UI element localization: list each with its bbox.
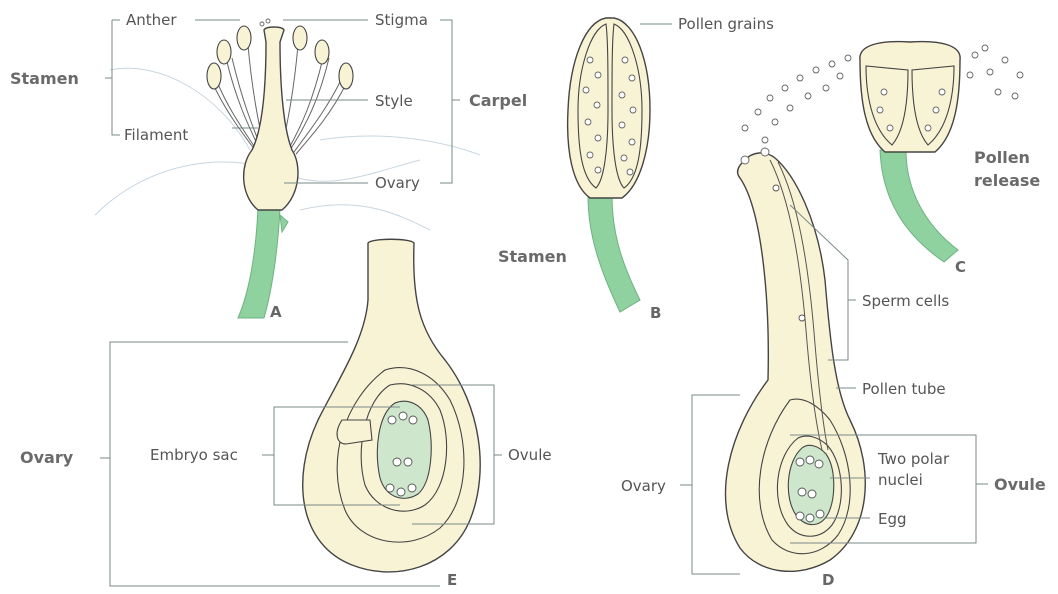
label-ovule-e: Ovule bbox=[508, 446, 552, 464]
pollen-on-stigma bbox=[260, 22, 264, 26]
label-stigma: Stigma bbox=[375, 11, 428, 29]
label-pollen-tube: Pollen tube bbox=[862, 380, 946, 398]
label-ovule-d: Ovule bbox=[994, 475, 1046, 494]
sperm-cell bbox=[773, 185, 779, 191]
funiculus bbox=[337, 420, 372, 444]
label-egg: Egg bbox=[878, 510, 907, 528]
label-ovary-d: Ovary bbox=[621, 477, 666, 495]
label-sperm-cells: Sperm cells bbox=[862, 292, 949, 310]
panel-b-stamen: Pollen grains Stamen B bbox=[498, 15, 774, 322]
label-embryo-sac: Embryo sac bbox=[150, 446, 238, 464]
panel-d-fertilization: Sperm cells Pollen tube Ovary Two polar … bbox=[621, 148, 1046, 589]
panel-letter-a: A bbox=[270, 303, 282, 321]
label-carpel: Carpel bbox=[469, 91, 527, 110]
sperm-cell bbox=[799, 315, 805, 321]
label-style: Style bbox=[375, 92, 413, 110]
filament-stem-c bbox=[880, 150, 958, 262]
label-ovary-e: Ovary bbox=[20, 448, 74, 467]
label-pollen-release-line1: Pollen bbox=[974, 148, 1030, 167]
label-pollen-grains: Pollen grains bbox=[678, 15, 774, 33]
label-two-polar-line1: Two polar bbox=[877, 450, 950, 468]
petal-outline bbox=[300, 205, 430, 230]
panel-e-ovary: Ovary Embryo sac Ovule E bbox=[20, 239, 552, 589]
panel-a-flower: Anther Stigma Stamen Style Carpel Filame… bbox=[10, 11, 527, 321]
label-ovary-a: Ovary bbox=[375, 174, 420, 192]
stem-bract bbox=[280, 215, 288, 232]
label-filament: Filament bbox=[124, 126, 188, 144]
petal-outline bbox=[320, 136, 480, 155]
panel-letter-c: C bbox=[955, 258, 966, 276]
panel-letter-e: E bbox=[447, 571, 457, 589]
label-pollen-release-line2: release bbox=[974, 171, 1040, 190]
label-two-polar-line2: nuclei bbox=[878, 471, 923, 489]
filament-stem bbox=[588, 196, 640, 312]
label-stamen-b: Stamen bbox=[498, 247, 567, 266]
panel-letter-b: B bbox=[650, 304, 661, 322]
label-anther: Anther bbox=[126, 11, 177, 29]
pollen-on-stigma bbox=[266, 19, 270, 23]
label-stamen-a: Stamen bbox=[10, 69, 79, 88]
panel-letter-d: D bbox=[822, 571, 834, 589]
stem bbox=[238, 208, 280, 318]
